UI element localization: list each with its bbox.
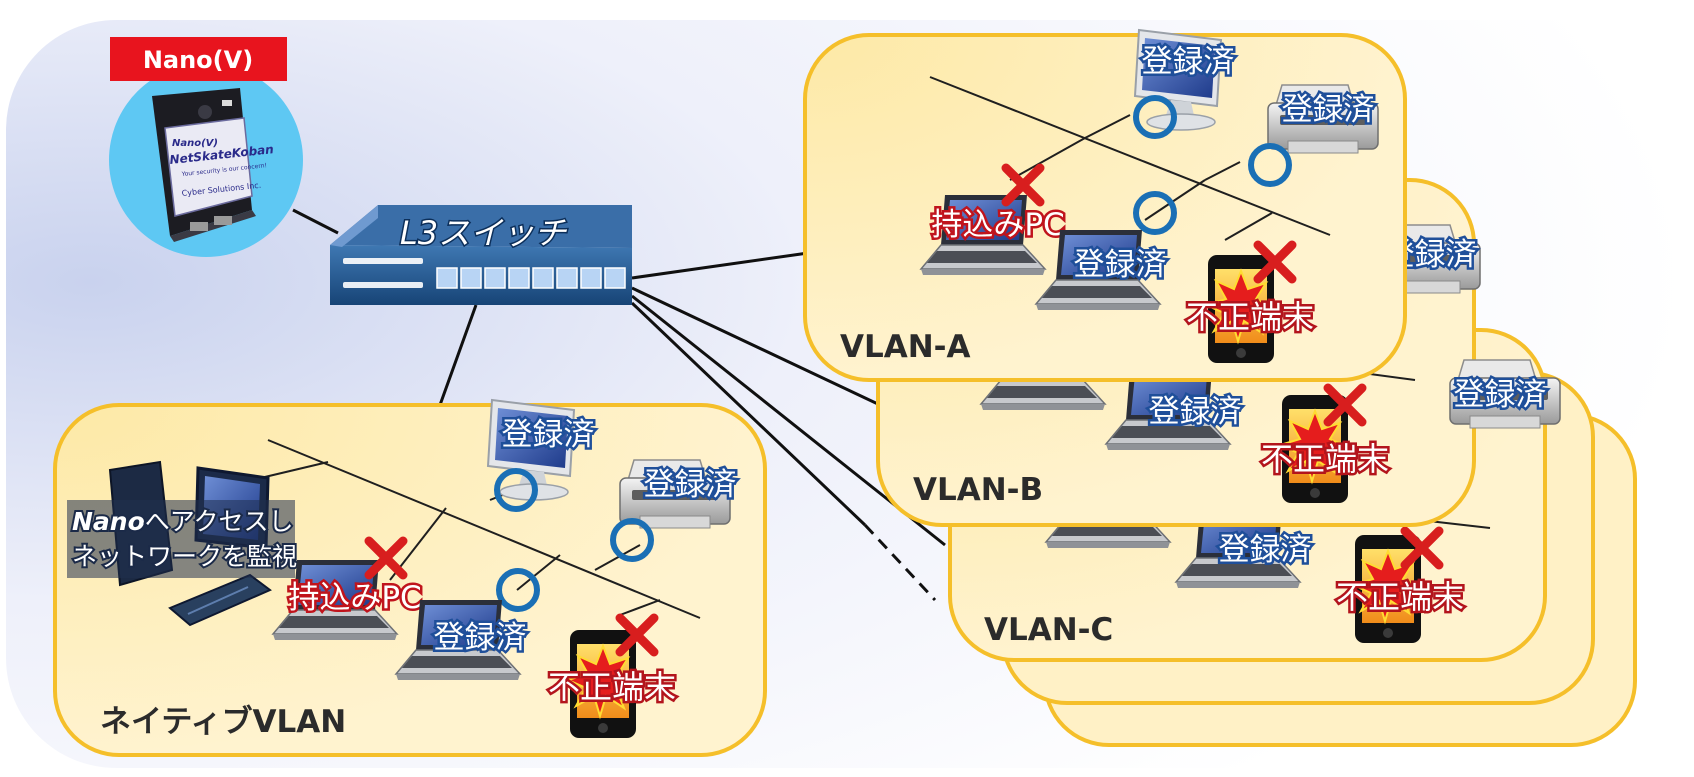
vlan-stack-printer-label: 登録済 [1454, 377, 1547, 413]
vlan-c-registered-label: 登録済 [1219, 532, 1312, 568]
monitor-note-line1: へアクセスし [145, 507, 294, 536]
nano-box-icon: Nano(V) NetSkateKoban Your security is o… [152, 88, 274, 242]
native-monitor-label: 登録済 [502, 417, 595, 453]
vlan-a-rogue-label: 不正端末 [1186, 298, 1314, 336]
vlan-a-zone: 登録済 登録済 持込みPC 登録済 不正端末 VLAN-A [803, 29, 1407, 382]
vlan-b-rogue-label: 不正端末 [1261, 440, 1389, 478]
vlan-b-label: VLAN-B [913, 472, 1043, 508]
monitor-note-brand: Nano [72, 507, 145, 536]
vlan-c-rogue-label: 不正端末 [1336, 578, 1464, 616]
vlan-a-label: VLAN-A [840, 329, 971, 365]
nano-device: Nano(V) Nano(V) NetSkateKoban Your secur… [109, 37, 303, 257]
native-byod-label: 持込みPC [288, 580, 421, 616]
vlan-c-label: VLAN-C [984, 612, 1113, 648]
vlan-b-registered-label: 登録済 [1149, 394, 1242, 430]
nano-badge-label: Nano(V) [143, 46, 253, 74]
nano-case-model: Nano(V) [172, 138, 218, 149]
nano-badge [110, 37, 287, 81]
native-printer-label: 登録済 [644, 467, 737, 503]
native-rogue-label: 不正端末 [548, 668, 676, 706]
native-registered-label: 登録済 [434, 620, 527, 656]
monitor-note-box: Nanoへアクセスし ネットワークを監視 [67, 500, 299, 578]
native-vlan-label: ネイティブVLAN [100, 704, 346, 740]
monitor-note-line2: ネットワークを監視 [72, 542, 297, 571]
switch-label: L3スイッチ [400, 214, 567, 252]
svg-text:Nanoへアクセスし: Nanoへアクセスし [72, 507, 294, 536]
vlan-a-monitor-label: 登録済 [1142, 44, 1235, 80]
vlan-b-rear-printer: 登録済 [1449, 359, 1561, 429]
vlan-a-registered-label: 登録済 [1074, 247, 1167, 283]
vlan-a-printer-label: 登録済 [1282, 92, 1375, 128]
native-vlan-zone: Nanoへアクセスし ネットワークを監視 登録済 登録済 持込みPC 登録済 不… [53, 399, 767, 757]
vlan-a-byod-label: 持込みPC [931, 207, 1064, 243]
l3-switch-icon: L3スイッチ [330, 205, 632, 305]
